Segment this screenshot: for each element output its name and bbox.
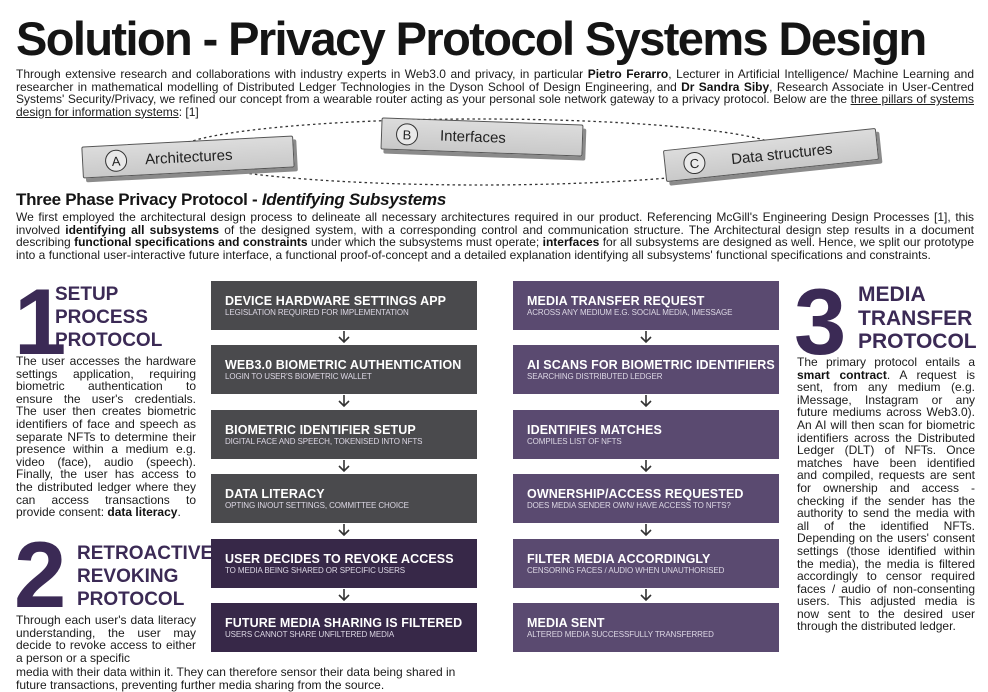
three-pillars-link[interactable]: three pillars of systems design for info… xyxy=(16,92,975,119)
protocol-2-description-a: Through each user's data literacy unders… xyxy=(16,613,196,665)
flow-step-title: FILTER MEDIA ACCORDINGLY xyxy=(527,551,711,566)
intro-text: , Lecturer in Artificial Intelligence/ M… xyxy=(16,67,974,94)
intro-paragraph: Through extensive research and collabora… xyxy=(16,68,974,118)
protocol-2-title-line: RETROACTIVE xyxy=(77,543,214,564)
section-text: of the designed system, with a correspon… xyxy=(16,222,974,250)
flow-step-title: AI SCANS FOR BIOMETRIC IDENTIFIERS xyxy=(527,358,775,373)
intro-text: : [1] xyxy=(178,104,199,119)
flow-step-title: MEDIA TRANSFER REQUEST xyxy=(527,294,705,308)
section-text: for all subsystems are designed as well.… xyxy=(16,235,975,262)
chevron-down-icon xyxy=(338,524,350,537)
flow-step-title: WEB3.0 BIOMETRIC AUTHENTICATION xyxy=(225,358,462,373)
flow-step-subtitle: CENSORING FACES / AUDIO WHEN UNAUTHORISE… xyxy=(527,565,725,575)
flow-step-title: DATA LITERACY xyxy=(225,487,325,502)
flow-step-subtitle: ACROSS ANY MEDIUM E.G. SOCIAL MEDIA, IME… xyxy=(527,308,733,317)
chevron-down-icon xyxy=(640,395,652,408)
flow-step-subtitle: DIGITAL FACE AND SPEECH, TOKENISED INTO … xyxy=(225,436,423,446)
collaborator-name-2: Dr Sandra Siby xyxy=(681,79,770,94)
protocol-2-title-line: REVOKING xyxy=(77,566,179,587)
flow-step-title: IDENTIFIES MATCHES xyxy=(527,422,662,437)
protocol-3-text: The primary protocol entails a xyxy=(797,355,975,369)
flow-step-subtitle: LOGIN TO USER'S BIOMETRIC WALLET xyxy=(225,372,372,382)
protocol-3-title-line: PROTOCOL xyxy=(858,330,977,353)
flow-step-title: OWNERSHIP/ACCESS REQUESTED xyxy=(527,487,744,502)
flow-step-title: FUTURE MEDIA SHARING IS FILTERED xyxy=(225,616,463,630)
flow-step-subtitle: COMPILES LIST OF NFTs xyxy=(527,436,622,446)
protocol-1-text: The user accesses the hardware settings … xyxy=(16,354,196,520)
collaborator-name-1: Pietro Ferarro xyxy=(587,67,669,81)
protocol-2-number: 2 xyxy=(14,522,66,627)
flow-step-subtitle: LEGISLATION REQUIRED FOR IMPLEMENTATION xyxy=(225,308,409,317)
pillar-label: Data structures xyxy=(730,140,834,168)
protocol-3-bold: smart contract xyxy=(797,367,887,382)
section-heading-text: Three Phase Privacy Protocol - xyxy=(16,190,262,209)
flow-step-subtitle: TO MEDIA BEING SHARED OR SPECIFIC USERS xyxy=(225,565,405,575)
pillar-label: Interfaces xyxy=(439,127,507,147)
protocol-3-title-line: TRANSFER xyxy=(858,306,973,330)
section-text: under which the subsystems must operate; xyxy=(307,235,543,250)
protocol-1-title-line: PROTOCOL xyxy=(55,330,163,351)
letter-a-icon: A xyxy=(104,149,128,173)
protocol-3-text: . A request is sent, from any medium (e.… xyxy=(797,367,975,634)
flow-step-title: BIOMETRIC IDENTIFIER SETUP xyxy=(225,422,416,437)
section-text: We first employed the architectural desi… xyxy=(16,210,974,237)
section-bold: interfaces xyxy=(542,235,600,250)
protocol-2-title: RETROACTIVE REVOKING PROTOCOL xyxy=(77,542,213,611)
protocol-1-title: SETUP PROCESS PROTOCOL xyxy=(55,283,162,352)
page-title: Solution - Privacy Protocol Systems Desi… xyxy=(16,12,927,65)
chevron-down-icon xyxy=(338,395,350,408)
intro-text: , Research Associate in User-Centred Sys… xyxy=(16,79,974,107)
chevron-down-icon xyxy=(640,331,652,344)
section-paragraph: We first employed the architectural desi… xyxy=(16,211,974,261)
chevron-down-icon xyxy=(338,588,350,601)
flow-step-subtitle: USERS CANNOT SHARE UNFILTERED MEDIA xyxy=(225,630,395,639)
protocol-2-title-line: PROTOCOL xyxy=(77,589,185,610)
section-bold: identifying all subsystems xyxy=(65,222,220,237)
flow-step-subtitle: ALTERED MEDIA SUCCESSFULLY TRANSFERRED xyxy=(527,630,714,639)
protocol-1-number: 1 xyxy=(14,269,66,374)
flow-step-title: MEDIA SENT xyxy=(527,616,605,630)
flow-step-title: USER DECIDES TO REVOKE ACCESS xyxy=(225,551,454,566)
flow-step-subtitle: SEARCHING DISTRIBUTED LEDGER xyxy=(527,372,663,382)
protocol-3-title: MEDIA TRANSFER PROTOCOL xyxy=(858,283,977,354)
letter-b-icon: B xyxy=(395,123,419,146)
section-heading-italic: Identifying Subsystems xyxy=(261,190,447,209)
pillar-label: Architectures xyxy=(144,146,233,168)
chevron-down-icon xyxy=(338,459,350,472)
protocol-3-description: The primary protocol entails a smart con… xyxy=(797,356,975,633)
protocol-1-title-line: PROCESS xyxy=(55,307,148,328)
section-heading: Three Phase Privacy Protocol - Identifyi… xyxy=(16,190,446,210)
protocol-1-bold: data literacy xyxy=(107,505,178,520)
protocol-3-title-line: MEDIA xyxy=(858,283,926,306)
intro-text: Through extensive research and collabora… xyxy=(16,67,588,81)
protocol-3-number: 3 xyxy=(794,269,846,374)
letter-c-icon: C xyxy=(682,150,707,176)
flow-step-subtitle: DOES MEDIA SENDER OWN/ HAVE ACCESS TO NF… xyxy=(527,501,731,511)
chevron-down-icon xyxy=(640,524,652,537)
protocol-1-title-line: SETUP xyxy=(55,284,119,305)
protocol-1-text: . xyxy=(177,505,181,520)
flow-step-title: DEVICE HARDWARE SETTINGS APP xyxy=(225,294,447,308)
chevron-down-icon xyxy=(338,331,350,344)
protocol-2-description-b: media with their data within it. They ca… xyxy=(16,665,456,692)
chevron-down-icon xyxy=(640,459,652,472)
section-bold: functional specifications and constraint… xyxy=(74,235,308,250)
flow-step-subtitle: OPTING IN/OUT SETTINGS, COMMITTEE CHOICE xyxy=(225,501,409,511)
protocol-1-description: The user accesses the hardware settings … xyxy=(16,355,196,519)
chevron-down-icon xyxy=(640,588,652,601)
